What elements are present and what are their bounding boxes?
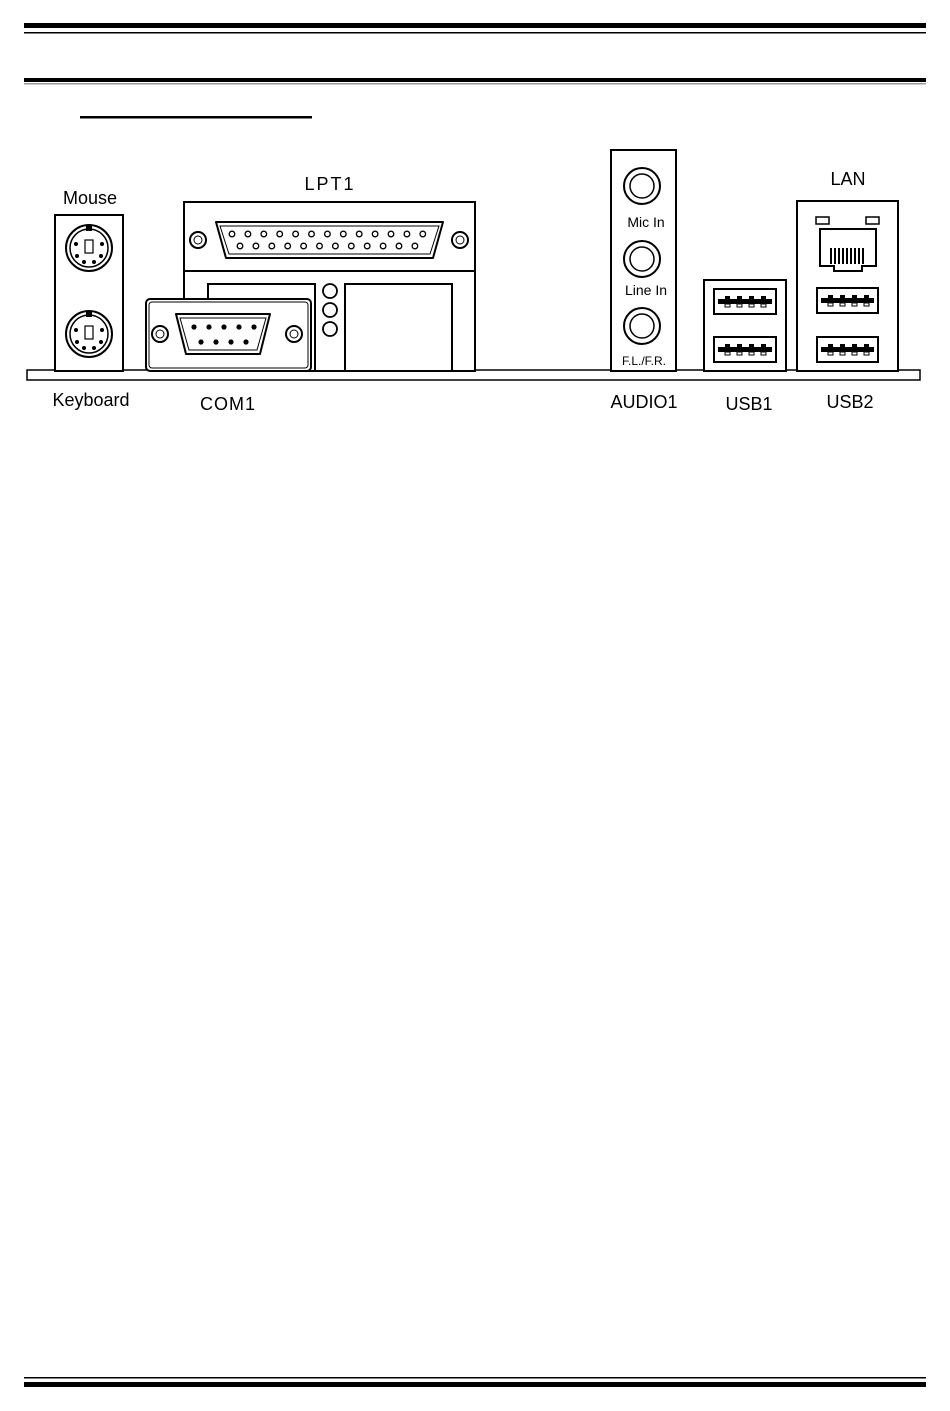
com1-serial-port (146, 299, 311, 371)
lpt1-pin (293, 231, 299, 237)
lpt-com-block (146, 202, 475, 371)
lpt1-parallel-port (190, 222, 468, 258)
com1-pin (213, 339, 218, 344)
com1-pin (198, 339, 203, 344)
lpt1-pin (349, 243, 355, 249)
com1-pin (251, 324, 256, 329)
keyboard-label: Keyboard (52, 390, 129, 410)
audio-jack-block: Mic In Line In F.L./F.R. (611, 150, 676, 371)
lpt1-pin (309, 231, 315, 237)
fl-fr-label: F.L./F.R. (622, 354, 666, 368)
lan-usb2-block (797, 201, 898, 371)
lpt1-pin (301, 243, 307, 249)
com1-pin (221, 324, 226, 329)
lpt1-pin (285, 243, 291, 249)
audio1-label: AUDIO1 (610, 392, 677, 412)
usb1-port-bottom (714, 337, 776, 362)
lpt1-pin (325, 231, 331, 237)
lpt1-pin (245, 231, 251, 237)
usb2-port-bottom (817, 337, 878, 362)
lpt1-left-screw (190, 232, 206, 248)
lpt1-pin (364, 243, 370, 249)
com1-pin (206, 324, 211, 329)
mic-in-jack (624, 168, 660, 204)
lpt1-pin (396, 243, 402, 249)
lpt1-pin (420, 231, 426, 237)
rj45-contacts (830, 248, 864, 264)
usb1-block (704, 280, 786, 371)
header-rules (24, 23, 926, 119)
lpt1-pin (229, 231, 235, 237)
lpt1-pin (317, 243, 323, 249)
mouse-label: Mouse (63, 188, 117, 208)
com1-left-screw (152, 326, 168, 342)
com1-pin (236, 324, 241, 329)
usb1-port-top (714, 289, 776, 314)
ps2-mouse-port (66, 225, 112, 271)
ps2-keyboard-port (66, 311, 112, 357)
front-speaker-jack (624, 308, 660, 344)
lpt1-pin (388, 231, 394, 237)
lan-label: LAN (830, 169, 865, 189)
com1-right-screw (286, 326, 302, 342)
com1-pin (191, 324, 196, 329)
lpt1-pin (404, 231, 410, 237)
lpt1-pin (412, 243, 418, 249)
line-in-jack (624, 241, 660, 277)
ps2-connector-block (55, 215, 123, 371)
com1-pin (228, 339, 233, 344)
lpt1-pin (277, 231, 283, 237)
lpt1-pin (237, 243, 243, 249)
usb2-label: USB2 (826, 392, 873, 412)
status-leds (323, 284, 337, 336)
lpt1-pin (261, 231, 267, 237)
com1-pin (243, 339, 248, 344)
usb1-label: USB1 (725, 394, 772, 414)
line-in-label: Line In (625, 282, 667, 298)
lpt1-right-screw (452, 232, 468, 248)
mic-in-label: Mic In (627, 214, 664, 230)
lpt1-pin (380, 243, 386, 249)
lpt1-pin (333, 243, 339, 249)
lpt1-pin (269, 243, 275, 249)
blank-panel-window (345, 284, 452, 371)
usb2-port-top (817, 288, 878, 313)
lpt1-label: LPT1 (304, 174, 355, 194)
lpt1-pin (372, 231, 378, 237)
lpt1-pin (356, 231, 362, 237)
footer-rules (24, 1377, 926, 1387)
lpt1-pin (253, 243, 259, 249)
lpt1-pin (341, 231, 347, 237)
com1-label: COM1 (200, 394, 256, 414)
